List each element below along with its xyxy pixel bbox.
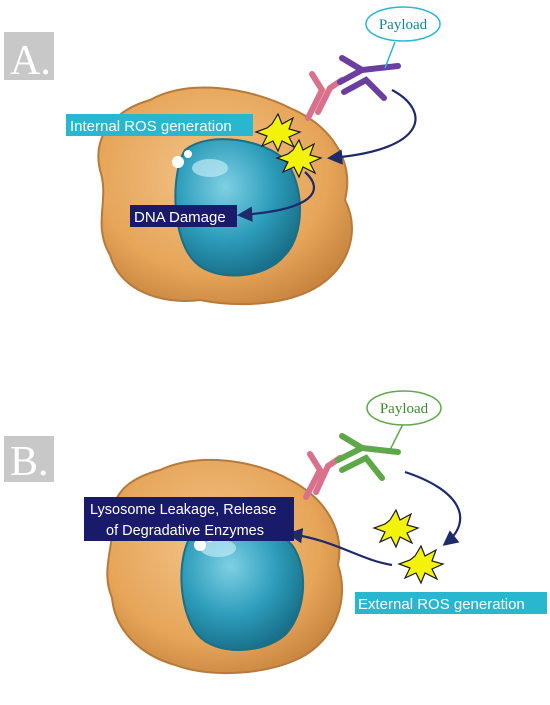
panel-a-arrow-to-dna: [236, 171, 315, 222]
panel-b-arrow-to-lysosome: [286, 528, 393, 567]
panel-b-vesicle: [194, 539, 206, 551]
panel-a-internal-ros-label: Internal ROS generation: [70, 118, 232, 135]
panel-b-external-ros-label: External ROS generation: [358, 596, 525, 613]
panel-b-ros-burst: [397, 544, 445, 585]
panel-a-dna-label-box: [130, 205, 237, 227]
panel-a-letter-box: [4, 32, 54, 80]
panel-b-lysosome-label-box: [84, 497, 294, 541]
panel-a-payload-label: Payload: [379, 17, 428, 33]
panel-a-letter: A.: [10, 38, 51, 84]
panel-b-ros-burst: [372, 508, 420, 549]
panel-a-arrow-to-ros: [326, 89, 417, 165]
panel-b-letter-box: [4, 436, 54, 482]
panel-b: B. Payload Lysosome Leakage, Re: [4, 390, 547, 675]
panel-a-payload-ellipse: [365, 6, 441, 42]
panel-b-external-ros-label-box: [355, 592, 547, 614]
panel-b-nucleus-highlight: [200, 539, 236, 557]
panel-a-payload-connector: [384, 41, 396, 69]
panel-a-dna-label: DNA Damage: [134, 209, 226, 226]
panel-b-arrow-to-ros: [404, 470, 462, 546]
panel-b-payload-ellipse: [366, 390, 442, 426]
panel-a-ros-burst: [254, 112, 302, 153]
panel-b-letter: B.: [10, 439, 49, 485]
panel-b-antibody: [335, 433, 401, 481]
panel-a-vesicle: [172, 156, 184, 168]
panel-a-vesicle: [184, 150, 192, 158]
panel-a-nucleus-highlight: [192, 159, 228, 177]
panel-b-lysosome-label-line2: of Degradative Enzymes: [106, 523, 264, 539]
panel-a-internal-ros-label-box: [66, 114, 253, 136]
panel-a-antibody: [337, 55, 401, 101]
panel-a: A. Payload Internal ROS ge: [4, 6, 441, 306]
panel-a-ros-burst: [275, 138, 323, 179]
panel-b-lysosome-label-line1: Lysosome Leakage, Release: [90, 502, 276, 518]
panel-b-payload-label: Payload: [380, 401, 429, 417]
panel-b-receptor: [303, 451, 343, 500]
panel-a-receptor: [305, 71, 345, 121]
panel-b-payload-connector: [389, 423, 404, 451]
